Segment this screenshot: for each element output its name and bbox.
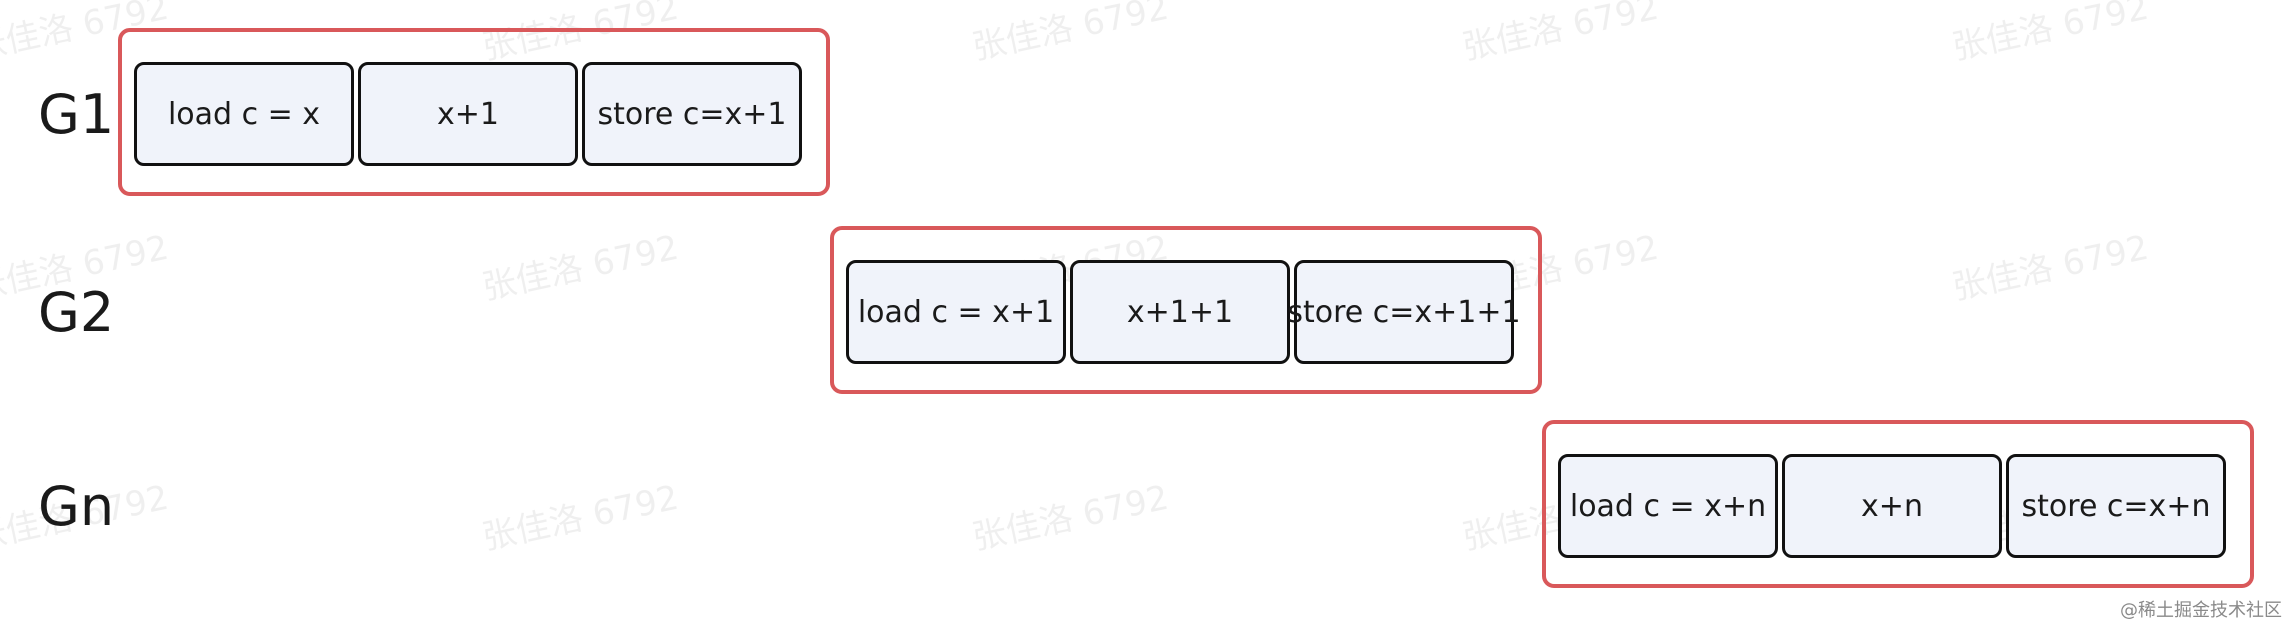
step-box-increment: x+n [1782,454,2002,558]
row-label-g1: G1 [38,83,115,146]
step-box-store: store c=x+1 [582,62,802,166]
watermark: 张佳洛 6792 [1948,227,2153,309]
watermark: 张佳洛 6792 [1458,0,1663,69]
step-box-store: store c=x+1+1 [1287,260,1521,364]
group-frame-g2: load c = x+1 x+1+1 store c=x+1+1 [830,226,1542,394]
step-box-store: store c=x+n [2006,454,2226,558]
group-frame-g1: load c = x x+1 store c=x+1 [118,28,830,196]
watermark: 张佳洛 6792 [478,477,683,559]
watermark: 张佳洛 6792 [968,477,1173,559]
step-box-load: load c = x+1 [846,260,1066,364]
source-credit: @稀土掘金技术社区 [2120,600,2282,621]
step-box-increment: x+1+1 [1070,260,1290,364]
step-box-increment: x+1 [358,62,578,166]
watermark: 张佳洛 6792 [478,227,683,309]
step-box-load: load c = x [134,62,354,166]
watermark: 张佳洛 6792 [968,0,1173,69]
step-box-load: load c = x+n [1558,454,1778,558]
group-frame-gn: load c = x+n x+n store c=x+n [1542,420,2254,588]
row-label-gn: Gn [38,475,115,538]
watermark: 张佳洛 6792 [1948,0,2153,69]
row-label-g2: G2 [38,281,115,344]
